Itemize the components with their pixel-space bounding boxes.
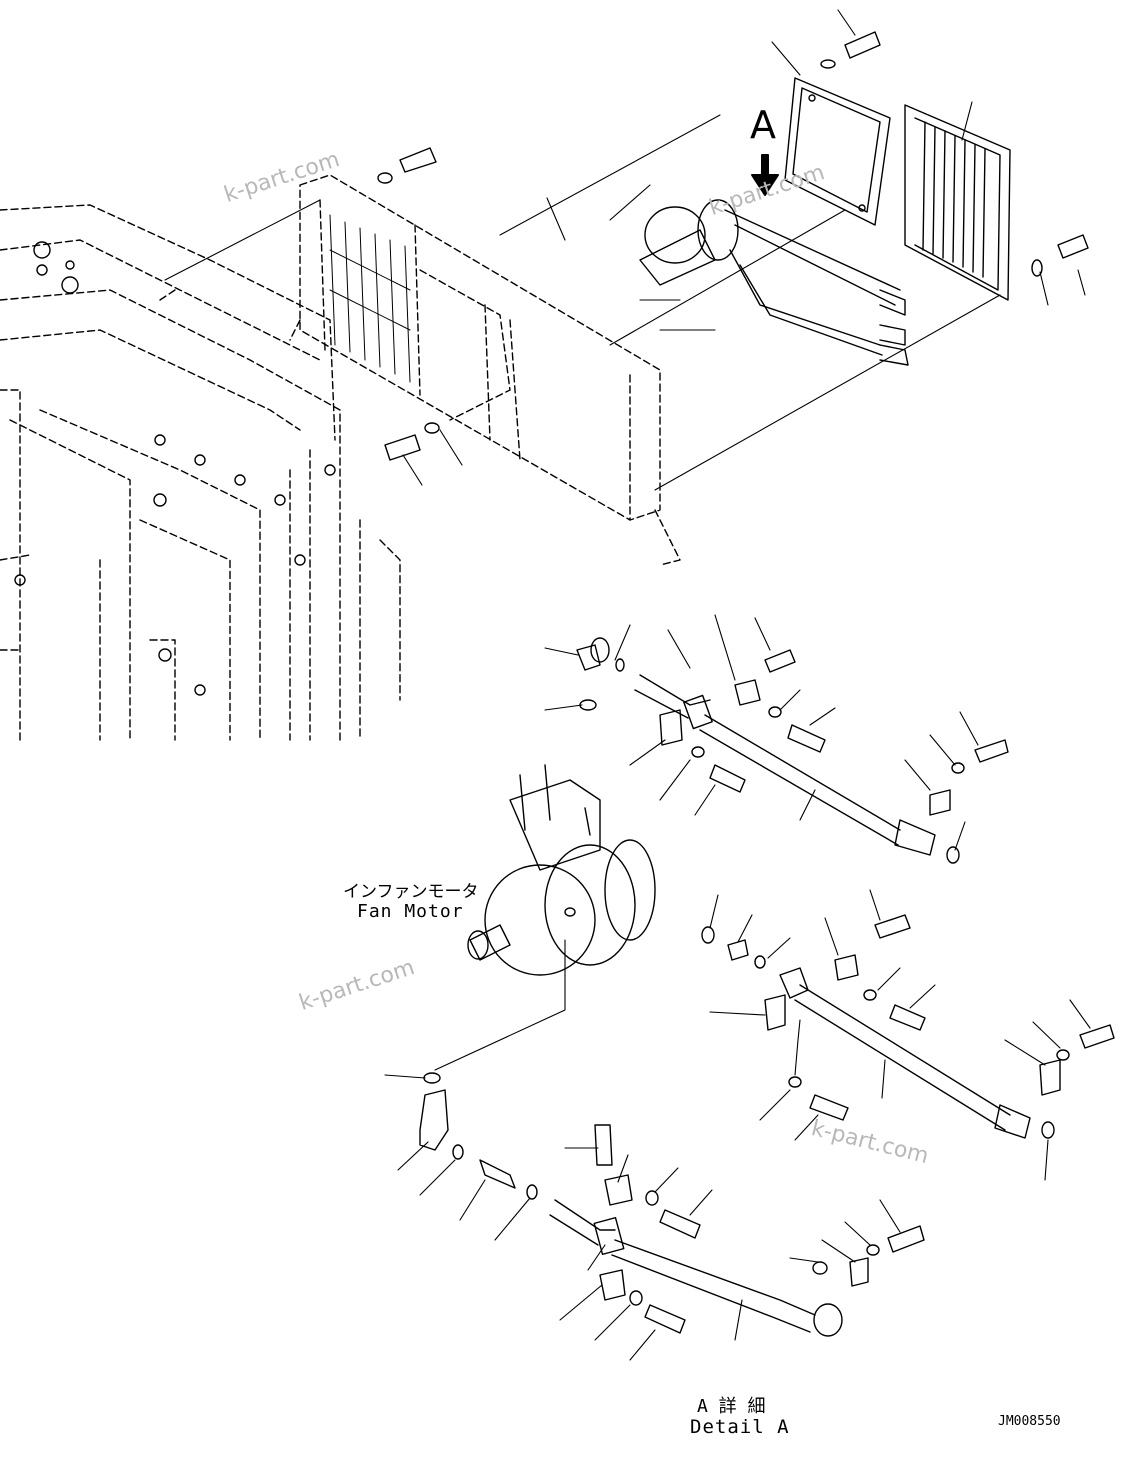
hose-2 (701, 914, 1115, 1139)
grille (904, 104, 1011, 301)
fan-motor (467, 764, 656, 976)
detail-label-jp: A 詳 細 (697, 1396, 766, 1417)
top-leaders (164, 9, 1086, 491)
radiator-core (329, 214, 411, 383)
radiator-guard (159, 174, 681, 566)
fan-motor-label-en: Fan Motor (357, 901, 464, 922)
hose-1 (576, 637, 1009, 864)
frame-bolts (14, 241, 336, 696)
machine-frame (0, 204, 401, 741)
view-marker-label: A (750, 103, 776, 147)
motor-assembly-top (639, 199, 909, 366)
fan-motor-label-jp: インファンモータ (343, 882, 479, 902)
hose-2-leaders (434, 889, 1091, 1181)
drawing-code: JM008550 (998, 1414, 1061, 1429)
hose-3 (419, 1072, 925, 1337)
detail-label-en: Detail A (690, 1416, 790, 1438)
hose-3-leaders (384, 1074, 901, 1361)
top-bolts (377, 31, 1089, 461)
cover-plate (784, 77, 891, 226)
hose-1-leaders (544, 614, 979, 851)
view-arrow (751, 154, 779, 196)
